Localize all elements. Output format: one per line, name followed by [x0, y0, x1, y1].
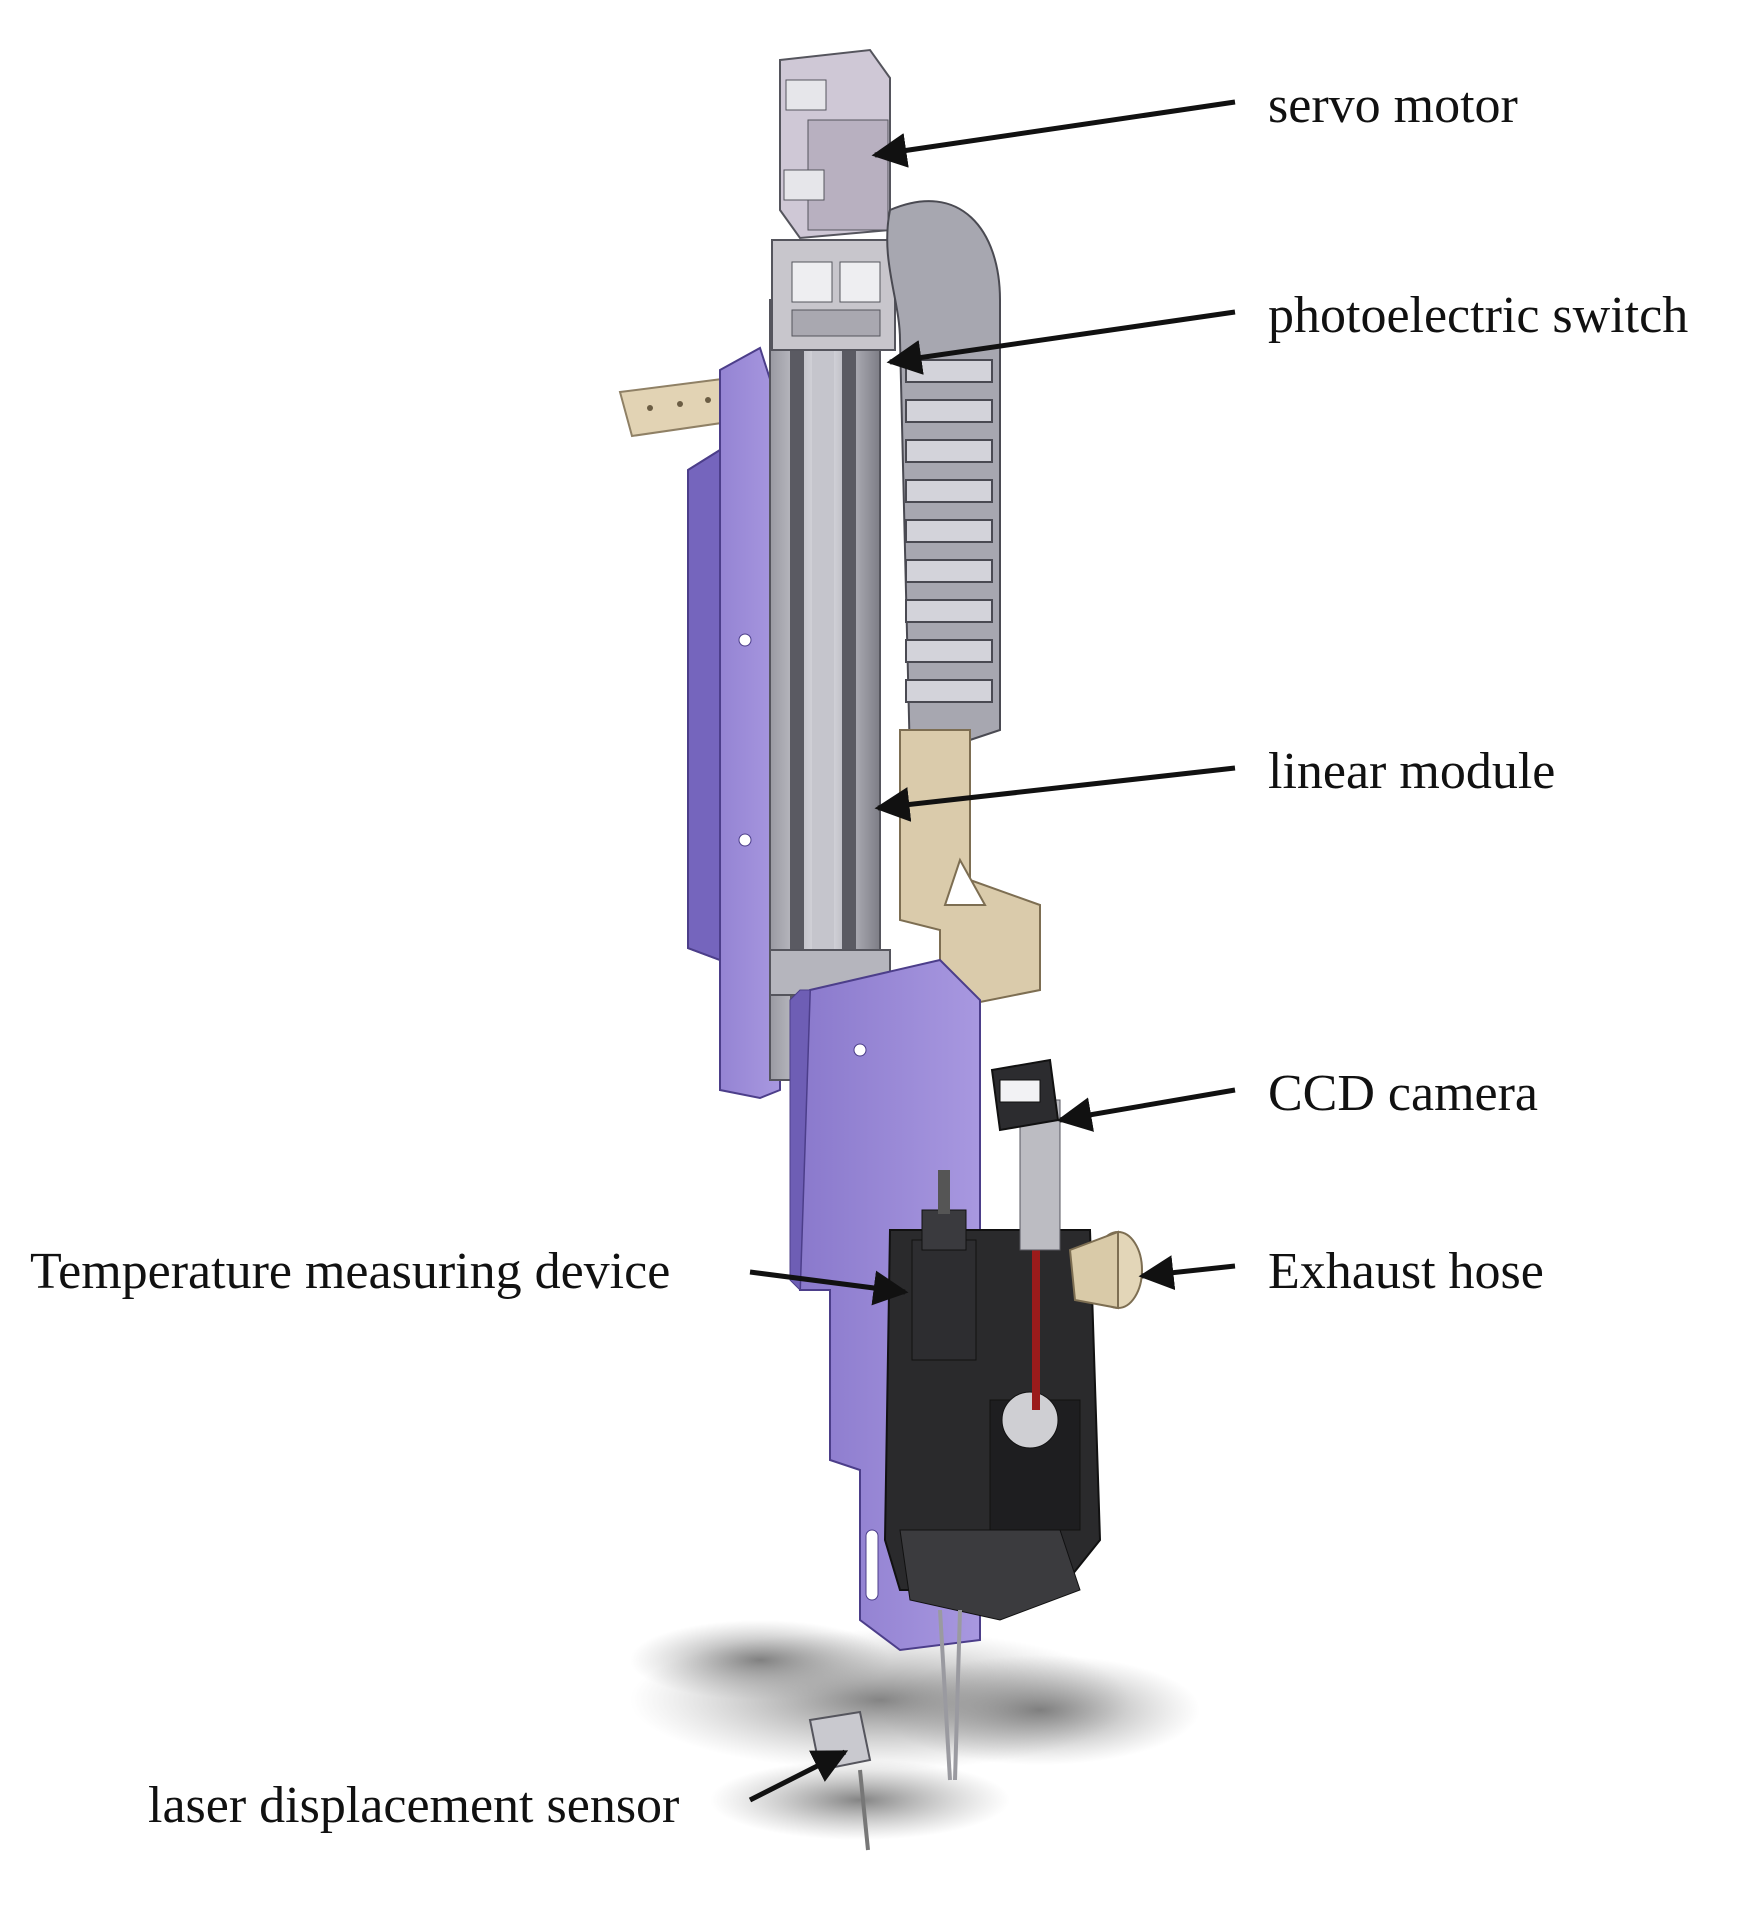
temperature-measuring-device-label: Temperature measuring device	[30, 1243, 671, 1300]
exhaust-hose	[1068, 1230, 1143, 1310]
linear-module	[769, 299, 891, 1081]
servo-motor	[779, 48, 891, 240]
laser-displacement-sensor-arrow	[748, 1749, 849, 1803]
ccd-camera-arrow	[1056, 1087, 1236, 1132]
ground-shadow	[630, 1620, 1200, 1840]
servo-motor-arrow	[871, 99, 1236, 168]
mounting-tab	[618, 376, 744, 438]
servo-motor-label: servo motor	[1268, 77, 1518, 134]
back-plate	[687, 346, 781, 1100]
cable-chain	[886, 200, 1001, 762]
photoelectric-switch-label: photoelectric switch	[1268, 287, 1689, 344]
laser-nozzle	[938, 1609, 962, 1781]
linear-module-arrow	[874, 765, 1236, 822]
ccd-camera	[990, 1058, 1060, 1132]
exhaust-hose-arrow	[1138, 1255, 1236, 1291]
callout-arrows	[748, 99, 1236, 1803]
top-frame	[771, 239, 896, 351]
photoelectric-switch-arrow	[886, 309, 1236, 375]
ccd-camera-label: CCD camera	[1268, 1065, 1539, 1122]
linear-module-label: linear module	[1268, 743, 1556, 800]
laser-displacement-sensor-label: laser displacement sensor	[148, 1777, 680, 1834]
exhaust-hose-label: Exhaust hose	[1268, 1243, 1544, 1300]
temperature-measuring-device-arrow	[749, 1269, 909, 1306]
processing-head	[883, 1099, 1102, 1621]
temperature-measuring-device	[911, 1170, 977, 1361]
